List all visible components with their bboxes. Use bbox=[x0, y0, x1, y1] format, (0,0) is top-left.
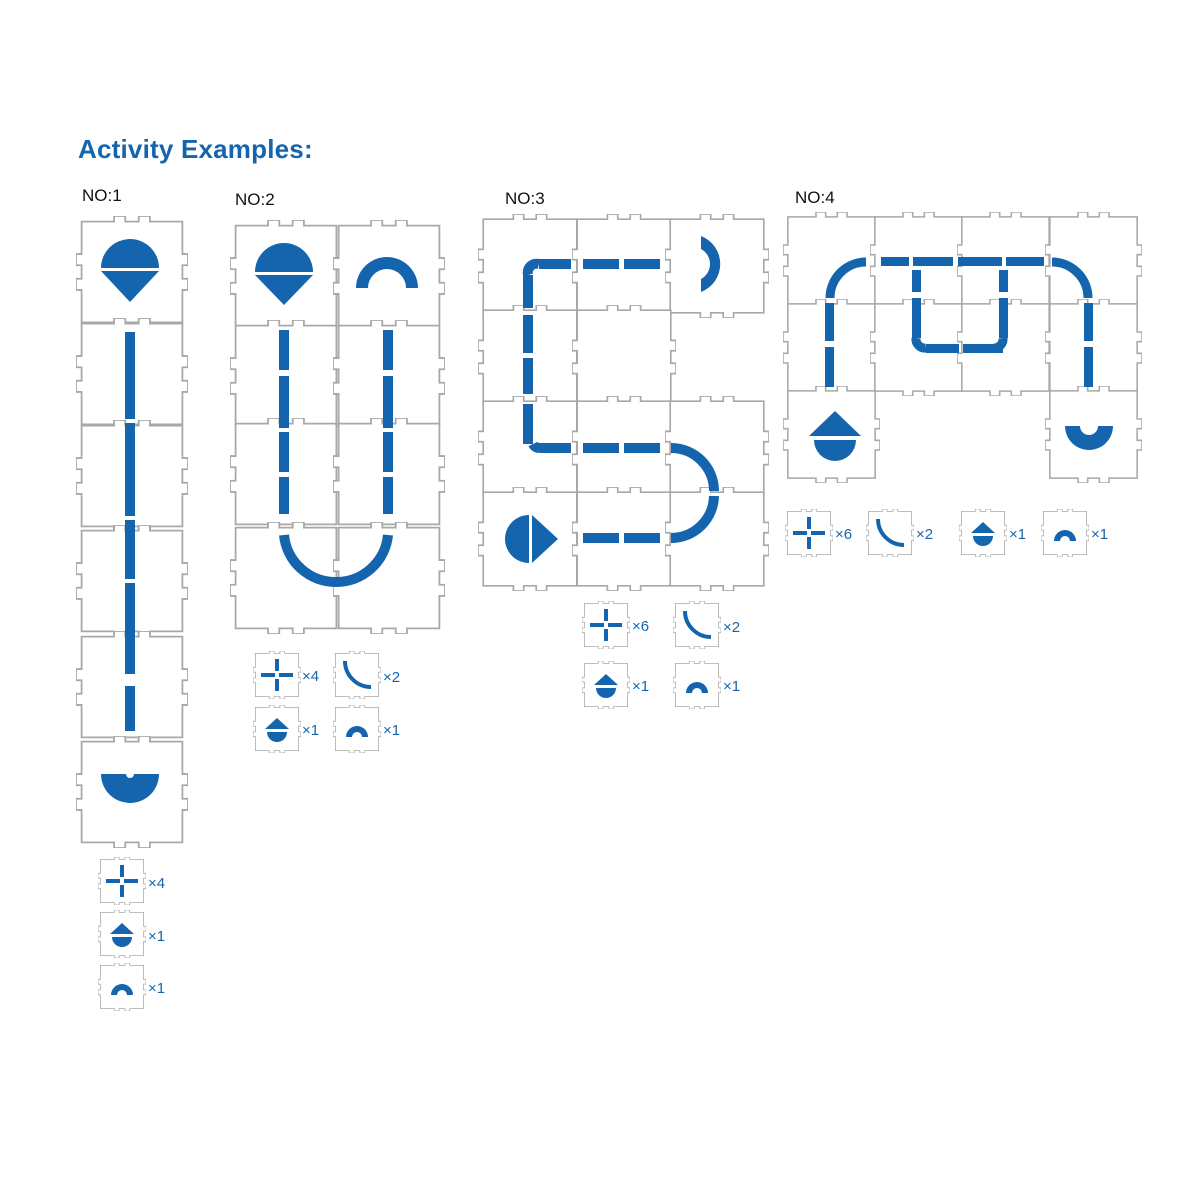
triangle-icon bbox=[532, 515, 558, 563]
parts-item: ×1 bbox=[582, 661, 649, 709]
parts-qty: ×2 bbox=[916, 526, 933, 543]
example-3-path bbox=[505, 236, 721, 563]
parts-qty: ×1 bbox=[148, 928, 165, 945]
corner-icon bbox=[911, 337, 927, 353]
arch-icon bbox=[1065, 426, 1113, 450]
example-3-label: NO:3 bbox=[505, 189, 545, 208]
parts-qty: ×1 bbox=[723, 678, 740, 695]
parts-qty: ×2 bbox=[383, 669, 400, 686]
corner-icon bbox=[522, 258, 541, 277]
triangle-icon bbox=[255, 275, 313, 305]
parts-qty: ×1 bbox=[302, 722, 319, 739]
parts-item: ×6 bbox=[785, 509, 852, 557]
parts-item: ×1 bbox=[333, 705, 400, 753]
example-2-parts: ×4 ×2 ×1 ×1 bbox=[253, 651, 400, 753]
example-4-curve-left bbox=[825, 257, 867, 299]
example-3-curve-bottom bbox=[670, 495, 719, 543]
parts-qty: ×2 bbox=[723, 619, 740, 636]
arch-icon bbox=[101, 774, 159, 803]
example-2-label: NO:2 bbox=[235, 190, 275, 209]
triangle-icon bbox=[101, 271, 159, 302]
parts-qty: ×1 bbox=[632, 678, 649, 695]
parts-item: ×6 bbox=[582, 601, 649, 649]
example-4-path bbox=[809, 257, 1113, 461]
arch-icon bbox=[356, 257, 418, 288]
example-1-path bbox=[101, 239, 159, 803]
parts-qty: ×6 bbox=[835, 526, 852, 543]
parts-item: ×1 bbox=[1041, 509, 1108, 557]
half-circle-icon bbox=[101, 239, 159, 268]
parts-qty: ×4 bbox=[302, 668, 319, 685]
half-circle-icon bbox=[505, 515, 529, 563]
parts-item: ×4 bbox=[253, 651, 319, 699]
corner-icon bbox=[528, 441, 540, 453]
parts-item: ×1 bbox=[98, 910, 165, 958]
corner-icon bbox=[992, 337, 1008, 353]
half-circle-icon bbox=[814, 440, 856, 461]
example-4-parts: ×6 ×2 ×1 ×1 bbox=[785, 509, 1108, 557]
example-1-parts: ×4 ×1 ×1 bbox=[98, 857, 165, 1011]
example-3-parts: ×6 ×2 ×1 ×1 bbox=[582, 601, 740, 709]
arch-icon bbox=[701, 236, 721, 292]
example-3-curve-top bbox=[670, 443, 719, 492]
parts-item: ×1 bbox=[253, 705, 319, 753]
example-2-u-curve bbox=[279, 534, 393, 588]
parts-item: ×4 bbox=[98, 857, 165, 905]
triangle-icon bbox=[809, 411, 861, 436]
parts-item: ×1 bbox=[673, 661, 740, 709]
parts-item: ×1 bbox=[959, 509, 1026, 557]
parts-item: ×1 bbox=[98, 963, 165, 1011]
parts-qty: ×1 bbox=[1009, 526, 1026, 543]
example-1-label: NO:1 bbox=[82, 186, 122, 205]
parts-qty: ×4 bbox=[148, 875, 165, 892]
parts-item: ×2 bbox=[673, 601, 740, 649]
page-title: Activity Examples: bbox=[78, 134, 313, 164]
example-2-path bbox=[255, 243, 418, 514]
parts-qty: ×6 bbox=[632, 618, 649, 635]
half-circle-icon bbox=[255, 243, 313, 272]
parts-qty: ×1 bbox=[383, 722, 400, 739]
parts-item: ×2 bbox=[333, 651, 400, 699]
parts-qty: ×1 bbox=[1091, 526, 1108, 543]
parts-qty: ×1 bbox=[148, 980, 165, 997]
example-4-curve-right bbox=[1051, 257, 1093, 299]
example-4-label: NO:4 bbox=[795, 188, 835, 207]
parts-item: ×2 bbox=[866, 509, 933, 557]
